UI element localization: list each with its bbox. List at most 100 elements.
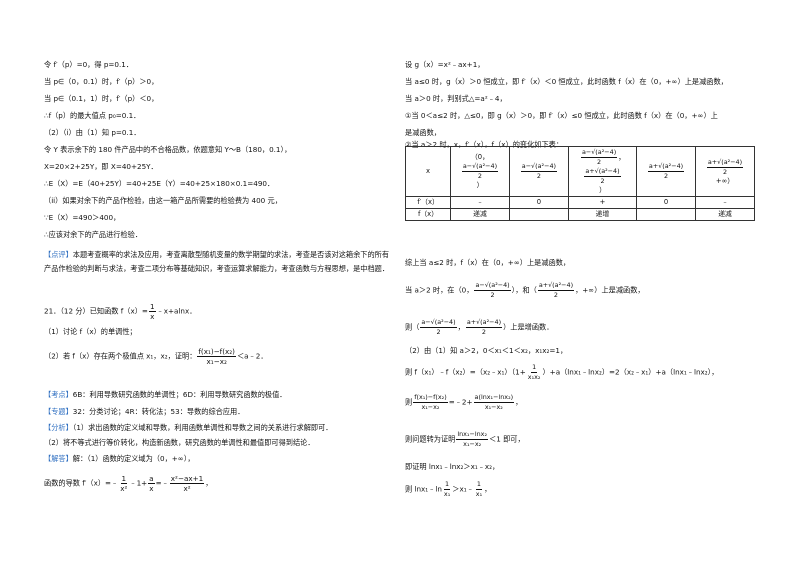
text-line: ∴f（p）的最大值点 p₀=0.1． [44, 111, 141, 120]
text-line: ∵E（X）=490＞400， [44, 213, 121, 222]
line-prefix: 当 a＞2 时，在（0， [405, 285, 474, 295]
table-cell: 递减 [450, 208, 510, 221]
table-cell: + [567, 196, 638, 209]
cell-text: ） [599, 186, 606, 194]
fraction: f(x₁)−f(x₂)x₁−x₂ [413, 393, 448, 412]
text-line: 综上当 a≤2 时，f（x）在（0，+∞）上是减函数， [405, 258, 571, 267]
frac-num: f(x₁)−f(x₂) [197, 347, 236, 357]
deriv-eq: =﹣ [155, 478, 169, 488]
zhuanti-tag: 【专题】 [44, 407, 73, 416]
jieda-text: 解：（1）函数的定义域为（0，+∞）， [72, 454, 195, 463]
fenxi-text: （1）求出函数的定义域和导数，利用函数单调性和导数之间的关系进行求解即可． [72, 423, 333, 432]
fraction: a+√(a²−4)2 [584, 167, 621, 186]
line-mid: ， [457, 322, 465, 332]
text-line: X=20×2+25Y，即 X=40+25Y． [44, 162, 158, 171]
part2-prefix: （2）若 f（x）存在两个极值点 x₁，x₂，证明： [44, 351, 197, 361]
table-row: f（x） 递减 递增 递减 [405, 208, 755, 221]
line-end: ， [484, 484, 492, 494]
table-row: f′（x） ﹣ 0 + 0 ﹣ [405, 196, 755, 209]
frac-num: a+√(a²−4) [706, 157, 744, 168]
q21-part2: （2）若 f（x）存在两个极值点 x₁，x₂，证明：f(x₁)−f(x₂)x₁−… [44, 347, 268, 366]
cell-text: ） [476, 181, 484, 189]
frac-den: 2 [536, 172, 541, 180]
cell-text: （0， [471, 153, 489, 161]
frac-num: a(lnx₁−lnx₂) [473, 393, 515, 403]
fraction: a+√(a²−4)2 [465, 318, 503, 337]
zhuanti-text: 32：分类讨论；4R：转化法；53：导数的综合应用． [72, 407, 245, 416]
q21-part1: （1）讨论 f（x）的单调性； [44, 327, 137, 336]
frac-num: 1 [531, 363, 538, 373]
table-cell: f′（x） [405, 196, 451, 209]
text-line: 是减函数， [405, 128, 441, 137]
text-line: ①当 0＜a≤2 时，△≤0，即 g（x）＞0，即 f′（x）≤0 恒成立，此时… [405, 111, 718, 120]
text-line: 当 p∈（0，0.1）时，f′（p）＞0， [44, 77, 159, 86]
q21-prefix: 21．（12 分）已知函数 f（x）= [44, 306, 148, 316]
fraction: a−√(a²−4)2 [474, 281, 511, 300]
text-line: 当 a＞0 时，判别式△=a²﹣4， [405, 94, 507, 103]
text-line: 当 a≤0 时，g（x）＞0 恒成立，即 f′（x）＜0 恒成立，此时函数 f（… [405, 77, 728, 86]
text-line: ∴E（X）=E（40+25Y）=40+25E（Y）=40+25×180×0.1=… [44, 179, 275, 188]
frac-num: a+√(a²−4) [465, 318, 503, 328]
comment-block: 【点评】本题考查概率的求法及应用，考查离散型随机变量的数学期望的求法，考查是否该… [44, 248, 394, 276]
frac-den: 2 [436, 328, 441, 336]
table-cell: （0， a−√(a²−4)2 ） [450, 146, 510, 197]
line-prefix: 则问题转为证明 [405, 434, 456, 444]
deriv-mid: ﹣1+ [129, 478, 148, 488]
line-prefix: 则 [405, 397, 413, 407]
frac-num: 1 [148, 302, 156, 312]
table-cell: ﹣ [450, 196, 510, 209]
frac-den: x₁−x₂ [484, 403, 503, 411]
frac-den: 2 [477, 172, 482, 180]
frac-den: x₁−x₂ [206, 357, 227, 366]
frac-num: x²−ax+1 [169, 474, 205, 484]
comment-text: 本题考查概率的求法及应用，考查离散型随机变量的数学期望的求法，考查是否该对这箱余… [44, 250, 390, 273]
table-cell [508, 208, 569, 221]
frac-den: x₁ [475, 490, 483, 498]
frac-den: x₁x₂ [527, 373, 541, 381]
frac-den: x₁−x₂ [421, 403, 440, 411]
frac-num: a−√(a²−4) [520, 162, 558, 172]
frac-num: 1 [475, 480, 482, 490]
frac-num: a+√(a²−4) [537, 281, 575, 291]
frac-den: 2 [490, 291, 495, 299]
line-end: ＜1 即可， [489, 434, 525, 444]
text-line: （2）（i）由（1）知 p=0.1． [44, 128, 141, 137]
line-end: ，+∞）上是减函数， [575, 285, 645, 295]
frac-num: a−√(a²−4) [420, 318, 457, 328]
table-cell: a−√(a²−4)2， a+√(a²−4)2 ） [567, 146, 638, 197]
fenxi-tag: 【分析】 [44, 423, 73, 432]
fraction: a−√(a²−4)2 [420, 318, 457, 337]
frac-den: x² [120, 484, 128, 493]
text-line: ∴应该对余下的产品进行检验． [44, 230, 143, 239]
zhuanti-line: 【专题】32：分类讨论；4R：转化法；53：导数的综合应用． [44, 407, 244, 417]
fraction: a+√(a²−4)2 [647, 162, 685, 181]
frac-num: 1 [444, 480, 451, 490]
text-line: 当 a＞2 时，在（0，a−√(a²−4)2），和（a+√(a²−4)2，+∞）… [405, 281, 645, 300]
table-cell: ﹣ [695, 196, 755, 209]
table-cell: 递减 [695, 208, 755, 221]
line-prefix: 则 lnx₁﹣ln [405, 484, 442, 494]
table-cell: a+√(a²−4)2 +∞） [695, 146, 755, 197]
frac-den: 2 [664, 172, 669, 180]
table-cell [636, 208, 697, 221]
frac-num: a+√(a²−4) [584, 167, 621, 177]
frac-den: 2 [597, 158, 602, 166]
table-row: x （0， a−√(a²−4)2 ） a−√(a²−4)2 a−√(a²−4)2… [405, 146, 755, 197]
frac-num: a−√(a²−4) [580, 148, 618, 158]
frac-den: 2 [600, 177, 605, 185]
kaodian-text: 6B：利用导数研究函数的单调性；6D：利用导数研究函数的极值． [72, 390, 287, 399]
text-line: （2）由（1）知 a＞2，0＜x₁＜1＜x₂，x₁x₂=1， [405, 346, 568, 355]
frac-den: x² [183, 484, 191, 493]
frac-num: a+√(a²−4) [647, 162, 685, 172]
line-end: ， [515, 397, 523, 407]
cell-text: ， [618, 153, 625, 162]
line-end: ）上是增函数． [503, 322, 554, 332]
fraction: a−√(a²−4)2 [520, 162, 558, 181]
